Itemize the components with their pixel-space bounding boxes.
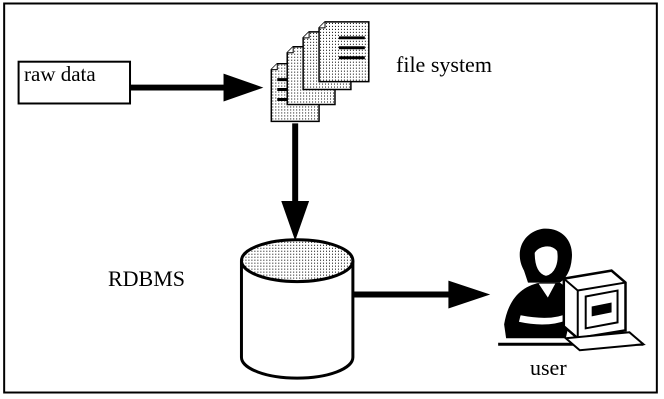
arrow-filesystem-to-rdbms [281, 123, 310, 241]
raw-data-label: raw data [24, 62, 96, 86]
rdbms-cylinder-icon [239, 238, 355, 380]
user-at-computer-icon [498, 228, 646, 352]
diagram-canvas [3, 2, 658, 394]
rdbms-label: RDBMS [108, 266, 186, 291]
arrow-raw-to-filesystem [130, 73, 264, 102]
file-system-label: file system [396, 52, 492, 77]
raw-data-box [17, 60, 132, 105]
file-system-icon [270, 21, 370, 123]
user-label: user [530, 355, 567, 380]
arrow-rdbms-to-user [352, 280, 491, 309]
